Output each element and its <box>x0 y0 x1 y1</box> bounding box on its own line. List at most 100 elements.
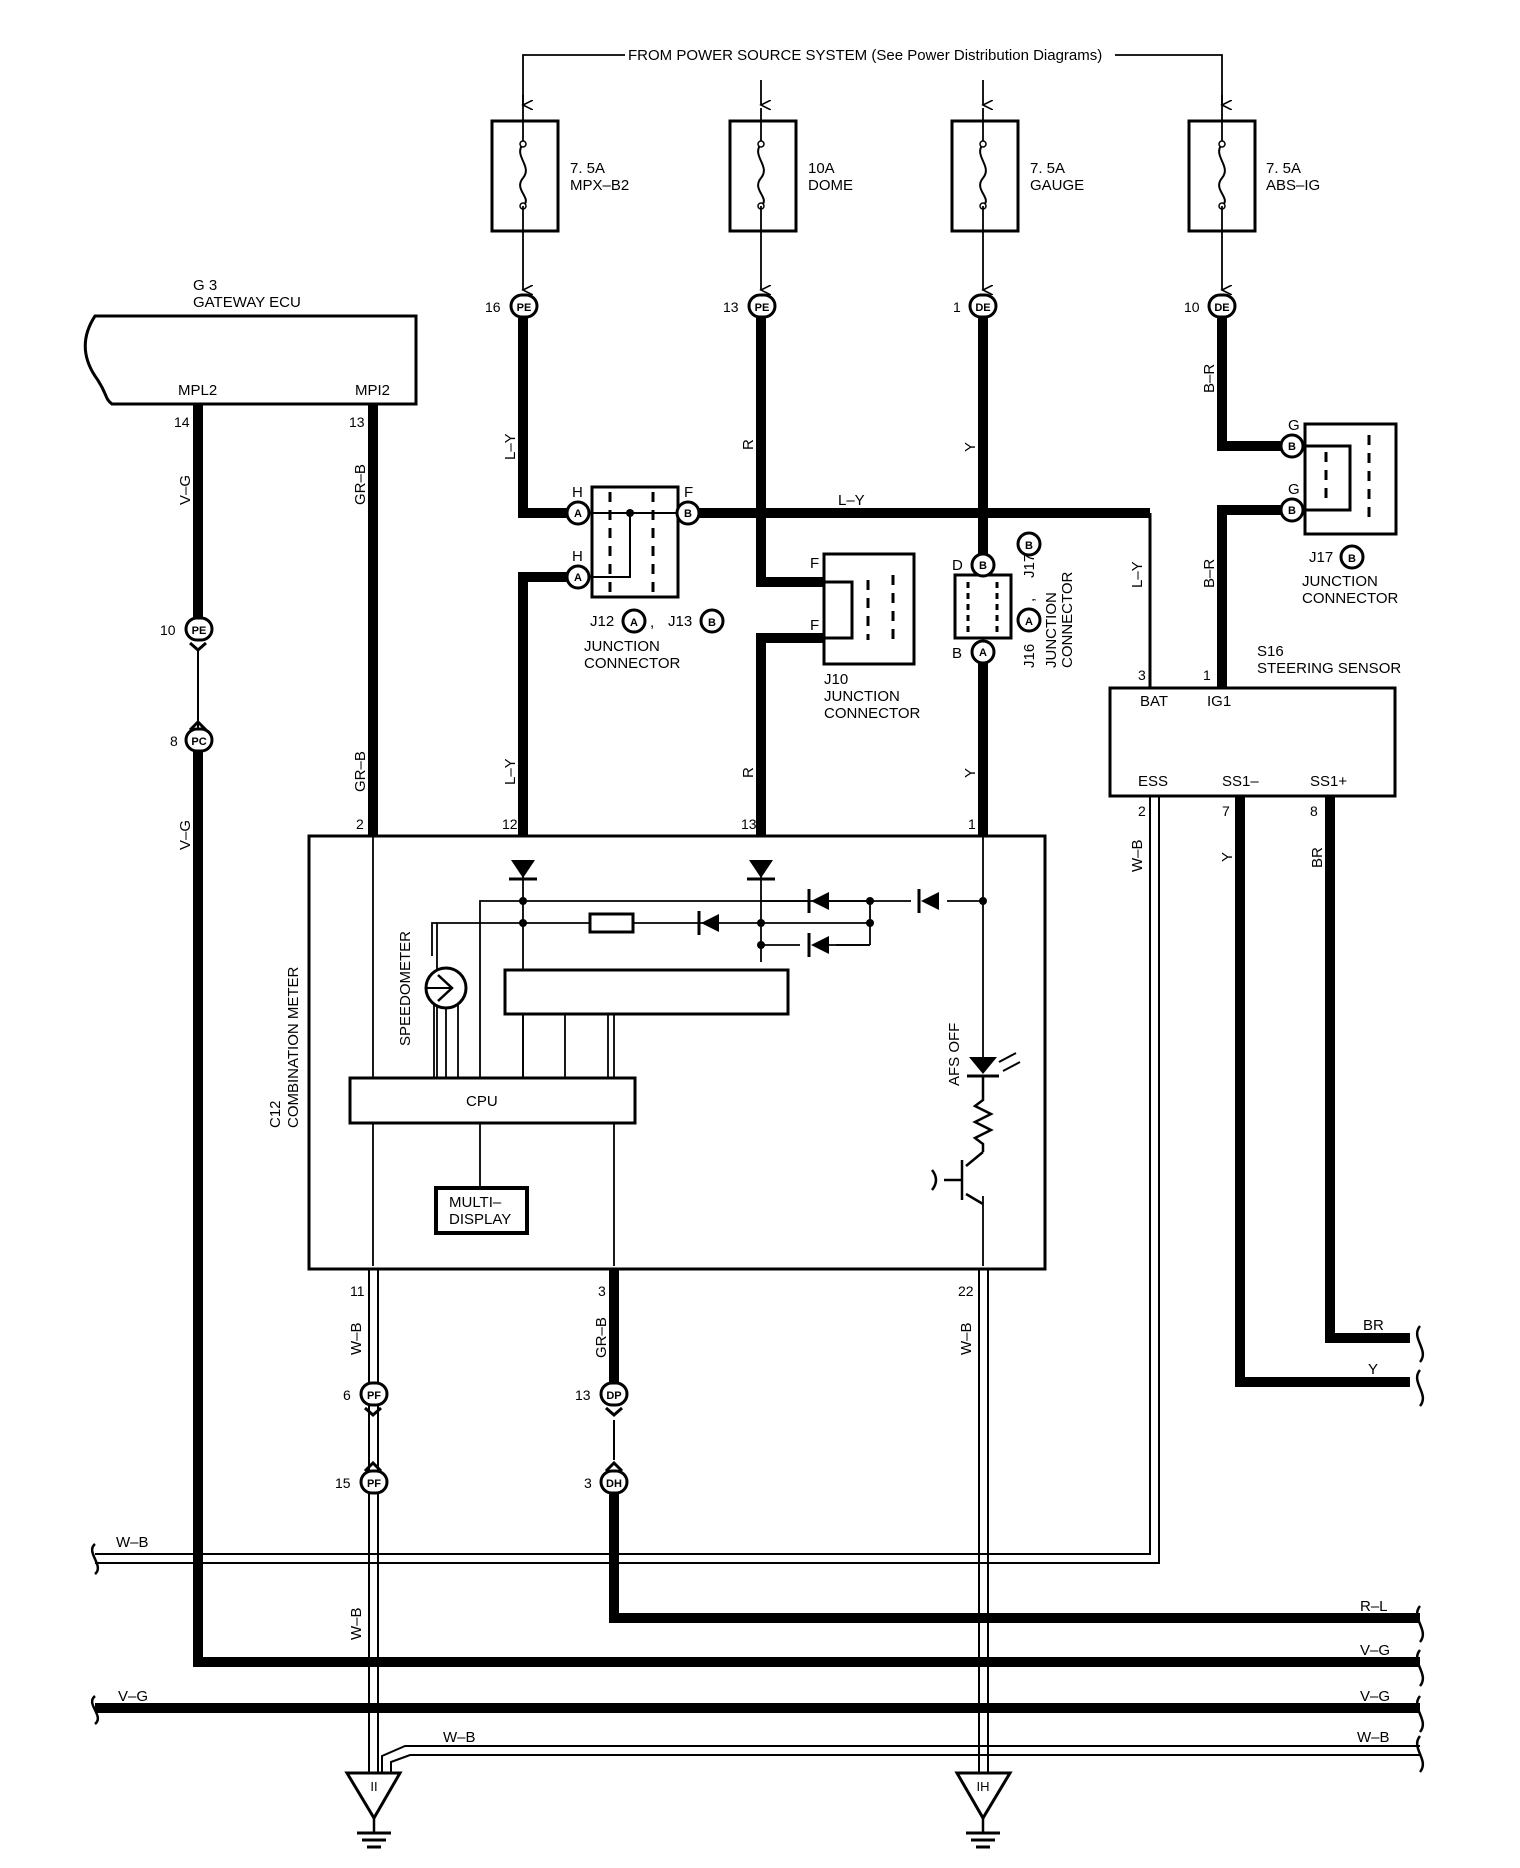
svg-text:GR–B: GR–B <box>593 1317 610 1358</box>
svg-text:13: 13 <box>741 816 757 832</box>
steering-sensor: S16 STEERING SENSOR BAT IG1 ESS SS1– SS1… <box>1108 643 1401 819</box>
svg-text:W–B: W–B <box>1357 1729 1390 1746</box>
svg-text:DE: DE <box>975 302 990 314</box>
svg-text:22: 22 <box>958 1283 974 1299</box>
svg-text:L–Y: L–Y <box>502 433 519 460</box>
diode-icon <box>749 860 773 878</box>
svg-text:V–G: V–G <box>1360 1688 1390 1705</box>
ground-ih-icon: IH <box>954 1771 1013 1849</box>
svg-text:7. 5A: 7. 5A <box>1030 160 1065 177</box>
svg-text:C12: C12 <box>267 1100 284 1128</box>
diode-icon <box>701 914 719 932</box>
svg-text:A: A <box>979 647 987 659</box>
diode-icon <box>921 892 939 910</box>
svg-text:CONNECTOR: CONNECTOR <box>584 655 681 672</box>
diode-icon <box>811 936 829 954</box>
svg-text:15: 15 <box>335 1475 351 1491</box>
fuse-abs-ig: 7. 5A ABS–IG <box>1187 108 1320 290</box>
svg-text:SS1–: SS1– <box>1222 773 1259 790</box>
svg-text:PE: PE <box>755 302 770 314</box>
svg-text:JUNCTION: JUNCTION <box>584 638 660 655</box>
logic-block <box>503 968 790 1016</box>
svg-text:J17: J17 <box>1309 549 1333 566</box>
svg-text:F: F <box>810 617 819 634</box>
svg-text:MPI2: MPI2 <box>355 382 390 399</box>
svg-text:F: F <box>684 484 693 501</box>
svg-text:R: R <box>740 767 757 778</box>
svg-text:MPL2: MPL2 <box>178 382 217 399</box>
svg-text:Y: Y <box>962 442 979 452</box>
svg-text:R: R <box>740 439 757 450</box>
wire-color-labels: V–G GR–B V–G GR–B L–Y L–Y R R Y Y L–Y L–… <box>116 364 1390 1746</box>
wire-w-b-pin22 <box>978 1269 989 1773</box>
wire-w-b-bottom <box>381 1745 1420 1773</box>
svg-text:GR–B: GR–B <box>352 751 369 792</box>
svg-text:DP: DP <box>606 1390 621 1402</box>
svg-text:JUNCTION: JUNCTION <box>1302 573 1378 590</box>
wire-r-l <box>609 1480 1420 1623</box>
svg-text:A: A <box>574 572 582 584</box>
diode-icon <box>511 860 535 878</box>
svg-text:DE: DE <box>1214 302 1229 314</box>
svg-text:S16: S16 <box>1257 643 1284 660</box>
svg-text:8: 8 <box>1310 803 1318 819</box>
svg-text:GATEWAY ECU: GATEWAY ECU <box>193 294 301 311</box>
svg-text:CONNECTOR: CONNECTOR <box>1059 571 1076 668</box>
svg-text:W–B: W–B <box>348 1322 365 1355</box>
inline-connector-pf: PF 6 PF 15 <box>335 1381 389 1495</box>
svg-text:MPX–B2: MPX–B2 <box>570 177 629 194</box>
svg-text:10A: 10A <box>808 160 835 177</box>
svg-text:J17: J17 <box>1021 554 1038 578</box>
wire-v-g-gateway <box>193 404 1420 1667</box>
svg-text:IG1: IG1 <box>1207 693 1231 710</box>
svg-text:DH: DH <box>606 1478 622 1490</box>
wire-r-dome <box>756 318 824 835</box>
svg-text:V–G: V–G <box>177 475 194 505</box>
svg-text:Y: Y <box>1368 1361 1378 1378</box>
svg-text:Y: Y <box>962 768 979 778</box>
svg-text:DISPLAY: DISPLAY <box>449 1211 511 1228</box>
svg-text:1: 1 <box>968 816 976 832</box>
svg-text:G: G <box>1288 481 1300 498</box>
svg-text:L–Y: L–Y <box>1129 561 1146 588</box>
resistor-icon <box>588 912 635 934</box>
svg-text:,: , <box>1021 598 1038 602</box>
svg-text:II: II <box>370 1779 377 1794</box>
svg-text:8: 8 <box>170 733 178 749</box>
svg-text:2: 2 <box>356 816 364 832</box>
svg-text:B: B <box>1025 540 1033 552</box>
svg-text:J12: J12 <box>590 613 614 630</box>
svg-text:PF: PF <box>367 1390 381 1402</box>
svg-text:W–B: W–B <box>348 1607 365 1640</box>
svg-text:B: B <box>1288 441 1296 453</box>
svg-text:B: B <box>684 508 692 520</box>
inline-connector-pe-pc: PE 10 PC 8 <box>160 616 214 753</box>
svg-text:H: H <box>572 548 583 565</box>
svg-text:G 3: G 3 <box>193 277 217 294</box>
diode-icon <box>811 892 829 910</box>
svg-text:J16: J16 <box>1021 644 1038 668</box>
svg-text:R–L: R–L <box>1360 1598 1388 1615</box>
svg-text:6: 6 <box>343 1387 351 1403</box>
junction-pin-letters: H H F F F D B G G <box>572 417 1300 662</box>
svg-text:L–Y: L–Y <box>838 492 865 509</box>
svg-text:COMBINATION METER: COMBINATION METER <box>285 966 302 1128</box>
svg-text:7. 5A: 7. 5A <box>1266 160 1301 177</box>
svg-text:ESS: ESS <box>1138 773 1168 790</box>
svg-text:GAUGE: GAUGE <box>1030 177 1084 194</box>
svg-text:11: 11 <box>350 1283 365 1299</box>
speedometer-icon <box>424 966 468 1010</box>
fuse-gauge: 7. 5A GAUGE <box>950 108 1084 290</box>
svg-text:ABS–IG: ABS–IG <box>1266 177 1320 194</box>
svg-text:B: B <box>1288 505 1296 517</box>
wire-w-b-pin11 <box>368 1269 379 1773</box>
connector-pins: A A B B A B B <box>565 433 1305 665</box>
power-source-label: FROM POWER SOURCE SYSTEM (See Power Dist… <box>628 47 1102 64</box>
junction-j12-j13 <box>578 485 688 599</box>
svg-text:B–R: B–R <box>1201 559 1218 588</box>
svg-text:V–G: V–G <box>1360 1642 1390 1659</box>
svg-text:3: 3 <box>584 1475 592 1491</box>
power-source-header: FROM POWER SOURCE SYSTEM (See Power Dist… <box>523 44 1222 108</box>
svg-text:A: A <box>630 617 638 629</box>
